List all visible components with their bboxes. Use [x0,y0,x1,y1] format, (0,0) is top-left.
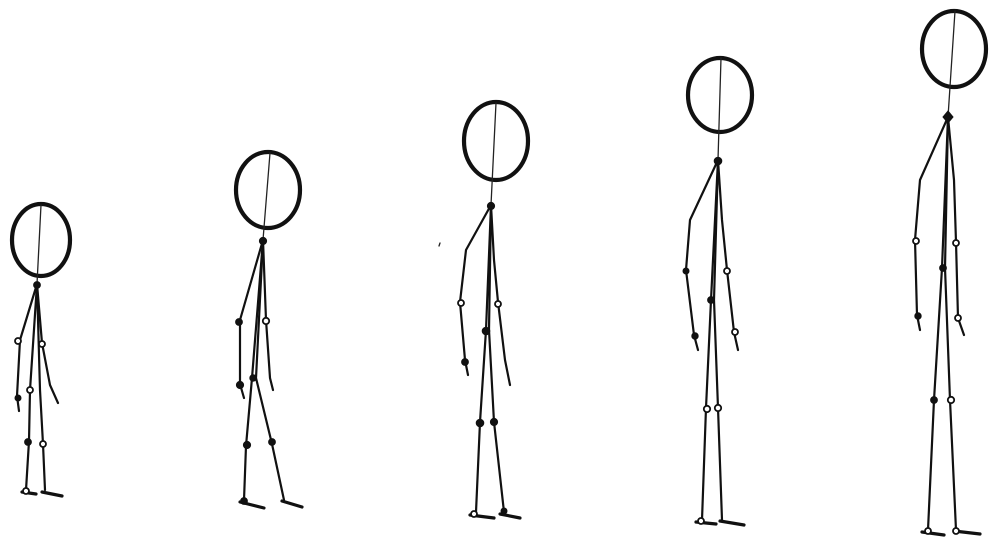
left-ankle-joint [241,498,248,505]
left-knee-joint [243,441,250,448]
left-arm [460,205,491,375]
right-arm [718,160,738,350]
right-ankle-joint [501,508,507,514]
hip-joint [27,387,33,393]
head-center-line [718,58,721,160]
stick-figure-5 [913,11,986,535]
left-knee-joint [25,439,32,446]
right-foot [720,521,744,525]
head [236,152,300,228]
right-foot [500,514,520,518]
left-knee-joint [704,406,710,412]
left-elbow-joint [15,338,21,344]
right-knee-joint [715,405,721,411]
right-arm [948,117,964,335]
right-wrist-joint [955,315,961,321]
left-ankle-joint [925,528,931,534]
hip-joint [940,265,947,272]
ink-speck [439,243,440,246]
stick-figure-1 [12,204,70,496]
left-wrist-joint [915,313,921,319]
hip-joint [482,327,490,335]
left-knee-joint [931,397,938,404]
left-ankle-joint [23,488,29,494]
right-elbow-joint [953,240,959,246]
stick-figure-2 [236,152,302,508]
right-elbow-joint [724,268,730,274]
left-leg [928,117,948,530]
right-knee-joint [948,397,954,403]
right-elbow-joint [263,318,269,324]
left-leg [476,205,491,512]
left-ankle-joint [698,518,704,524]
hip-joint [708,297,715,304]
left-wrist-joint [462,359,469,366]
left-knee-joint [476,419,484,427]
hip-joint [250,375,256,381]
left-elbow-joint [458,300,464,306]
right-ankle-joint [953,528,959,534]
neck-joint [34,282,41,289]
right-knee-joint [269,439,276,446]
neck-joint [943,111,953,123]
neck-joint [487,202,494,209]
stick-figure-3 [458,102,528,518]
stick-figure-4 [683,58,752,525]
head-center-line [948,11,955,117]
right-arm [263,240,273,390]
right-arm [491,205,510,385]
right-leg [489,205,504,512]
right-leg [37,284,45,490]
head-center-line [491,103,496,205]
right-foot [282,501,302,507]
left-ankle-joint [471,511,477,517]
left-elbow-joint [236,319,243,326]
right-knee-joint [490,418,497,425]
head-center-line [37,205,41,284]
left-elbow-joint [683,268,689,274]
right-foot [42,492,62,496]
right-elbow-joint [39,341,45,347]
neck-joint [714,157,722,165]
left-wrist-joint [15,395,21,401]
right-knee-joint [40,441,46,447]
left-wrist-joint [236,381,243,388]
left-wrist-joint [692,333,698,339]
right-wrist-joint [732,329,738,335]
left-elbow-joint [913,238,919,244]
neck-joint [259,237,266,244]
right-elbow-joint [495,301,501,307]
